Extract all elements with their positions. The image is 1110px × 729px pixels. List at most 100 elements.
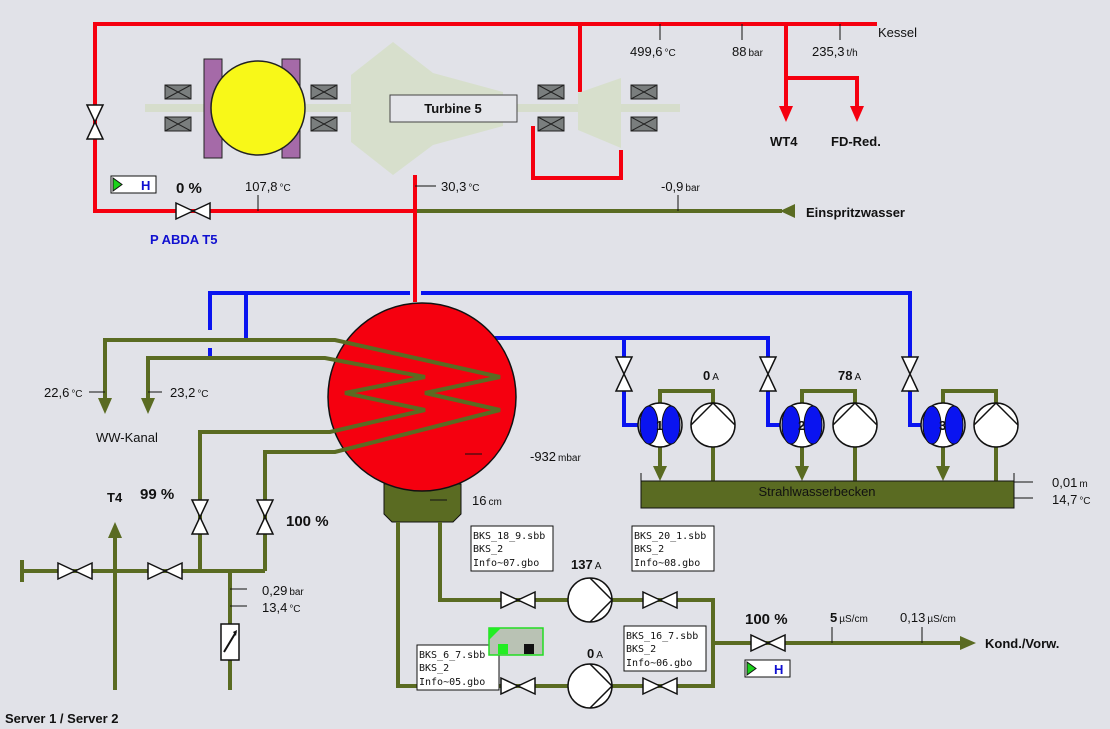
- condensate-pump-1-suction-valve[interactable]: [500, 591, 536, 609]
- wt4-arrow: [779, 106, 793, 122]
- fdred-arrow: [850, 106, 864, 122]
- info-box[interactable]: BKS_16_7.sbb BKS_2 Info~06.gbo: [623, 625, 707, 672]
- ww-kanal-arrow: [141, 398, 155, 414]
- bypass-valve-name: P ABDA T5: [150, 232, 217, 247]
- svg-text:BKS_20_1.sbb: BKS_20_1.sbb: [634, 531, 706, 542]
- inlet-valve-2[interactable]: [147, 562, 183, 580]
- turbine-label-box[interactable]: [389, 94, 518, 123]
- wt4-label: WT4: [770, 134, 798, 149]
- bypass-mode-button[interactable]: H: [110, 175, 157, 194]
- bypass-valve-pabda[interactable]: [175, 202, 211, 220]
- condensate-pump-1[interactable]: [567, 577, 613, 623]
- svg-text:BKS_16_7.sbb: BKS_16_7.sbb: [626, 631, 698, 642]
- svg-text:Info~06.gbo: Info~06.gbo: [626, 658, 692, 669]
- condensate-outlet-label: Kond./Vorw.: [985, 636, 1059, 651]
- condensate-valve-percent: 100 %: [745, 611, 788, 628]
- svg-text:BKS_2: BKS_2: [473, 544, 503, 555]
- condenser-hotwell[interactable]: [383, 483, 462, 523]
- condensate-outlet-valve[interactable]: [750, 634, 786, 652]
- svg-text:Info~07.gbo: Info~07.gbo: [473, 558, 539, 569]
- bearing-icon: [537, 84, 565, 100]
- server-label: Server 1 / Server 2: [5, 711, 118, 726]
- steam-temp: 499,6°C: [630, 44, 676, 59]
- coil-1-valve[interactable]: [191, 499, 209, 535]
- injection-arrow: [780, 204, 795, 218]
- svg-text:BKS_18_9.sbb: BKS_18_9.sbb: [473, 531, 545, 542]
- bearing-icon: [630, 84, 658, 100]
- injection-label: Einspritzwasser: [806, 205, 905, 220]
- basin-label: Strahlwasserbecken: [758, 484, 875, 499]
- steam-branch: [784, 24, 859, 108]
- cooling-coil-1: [103, 338, 501, 571]
- jet-pump-3[interactable]: [973, 402, 1019, 448]
- kessel-label: Kessel: [878, 25, 917, 40]
- condensate-arrow: [960, 636, 976, 650]
- condensate-mode-button[interactable]: H: [744, 659, 791, 678]
- svg-text:BKS_2: BKS_2: [626, 644, 656, 655]
- svg-text:Info~05.gbo: Info~05.gbo: [419, 677, 485, 688]
- condensate-pump-2[interactable]: [567, 663, 613, 709]
- bearing-icon: [630, 116, 658, 132]
- generator[interactable]: [210, 60, 306, 156]
- ww-kanal-label: WW-Kanal: [96, 430, 158, 445]
- svg-text:BKS_2: BKS_2: [419, 663, 449, 674]
- bypass-isolation-valve[interactable]: [86, 104, 104, 140]
- svg-text:H: H: [141, 178, 150, 193]
- bypass-temp: 107,8°C: [245, 179, 291, 194]
- bearing-icon: [537, 116, 565, 132]
- coil-1-valve-percent: 99 %: [140, 486, 174, 503]
- bypass-valve-percent: 0 %: [176, 180, 202, 197]
- jet-pump-3-number: 3: [939, 418, 946, 433]
- condensate-pump-2-discharge-valve[interactable]: [642, 677, 678, 695]
- condensate-pump-1-discharge-valve[interactable]: [642, 591, 678, 609]
- jet-pump-1[interactable]: [690, 402, 736, 448]
- info-box[interactable]: BKS_18_9.sbb BKS_2 Info~07.gbo: [470, 525, 554, 572]
- jet-pump-2[interactable]: [832, 402, 878, 448]
- svg-text:BKS_2: BKS_2: [634, 544, 664, 555]
- ww-temp-2: 23,2°C: [170, 385, 209, 400]
- ww-kanal-arrow: [98, 398, 112, 414]
- svg-text:Info~08.gbo: Info~08.gbo: [634, 558, 700, 569]
- bearing-icon: [310, 84, 338, 100]
- bearing-icon: [164, 116, 192, 132]
- jet-pump-1-number: 1: [656, 418, 663, 433]
- condensate-pump-2-suction-valve[interactable]: [500, 677, 536, 695]
- jet-pump-1-valve[interactable]: [615, 356, 633, 392]
- jet-pump-3-valve[interactable]: [901, 356, 919, 392]
- fdred-label: FD-Red.: [831, 134, 881, 149]
- svg-text:H: H: [774, 662, 783, 677]
- cooling-header: [208, 291, 912, 360]
- t4-label: T4: [107, 490, 123, 505]
- jet-pump-2-valve[interactable]: [759, 356, 777, 392]
- inlet-valve-1[interactable]: [57, 562, 93, 580]
- steam-loop: [531, 126, 623, 180]
- coil-2-valve[interactable]: [256, 499, 274, 535]
- ww-temp-1: 22,6°C: [44, 385, 83, 400]
- flow-meter-icon[interactable]: [220, 623, 240, 661]
- turbine-lp[interactable]: [578, 78, 621, 148]
- inlet-temp: 13,4°C: [262, 600, 301, 615]
- jet-water-basin[interactable]: [640, 480, 1015, 509]
- info-box[interactable]: BKS_20_1.sbb BKS_2 Info~08.gbo: [631, 525, 715, 572]
- status-indicator[interactable]: [488, 627, 544, 656]
- svg-text:BKS_6_7.sbb: BKS_6_7.sbb: [419, 650, 485, 661]
- bearing-icon: [310, 116, 338, 132]
- cooling-coil-2: [146, 356, 426, 571]
- t4-arrow: [108, 522, 122, 538]
- turbine-label: Turbine 5: [424, 101, 482, 116]
- jet-pump-2-number: 2: [798, 418, 805, 433]
- coil-2-valve-percent: 100 %: [286, 513, 329, 530]
- info-box[interactable]: BKS_6_7.sbb BKS_2 Info~05.gbo: [416, 644, 500, 691]
